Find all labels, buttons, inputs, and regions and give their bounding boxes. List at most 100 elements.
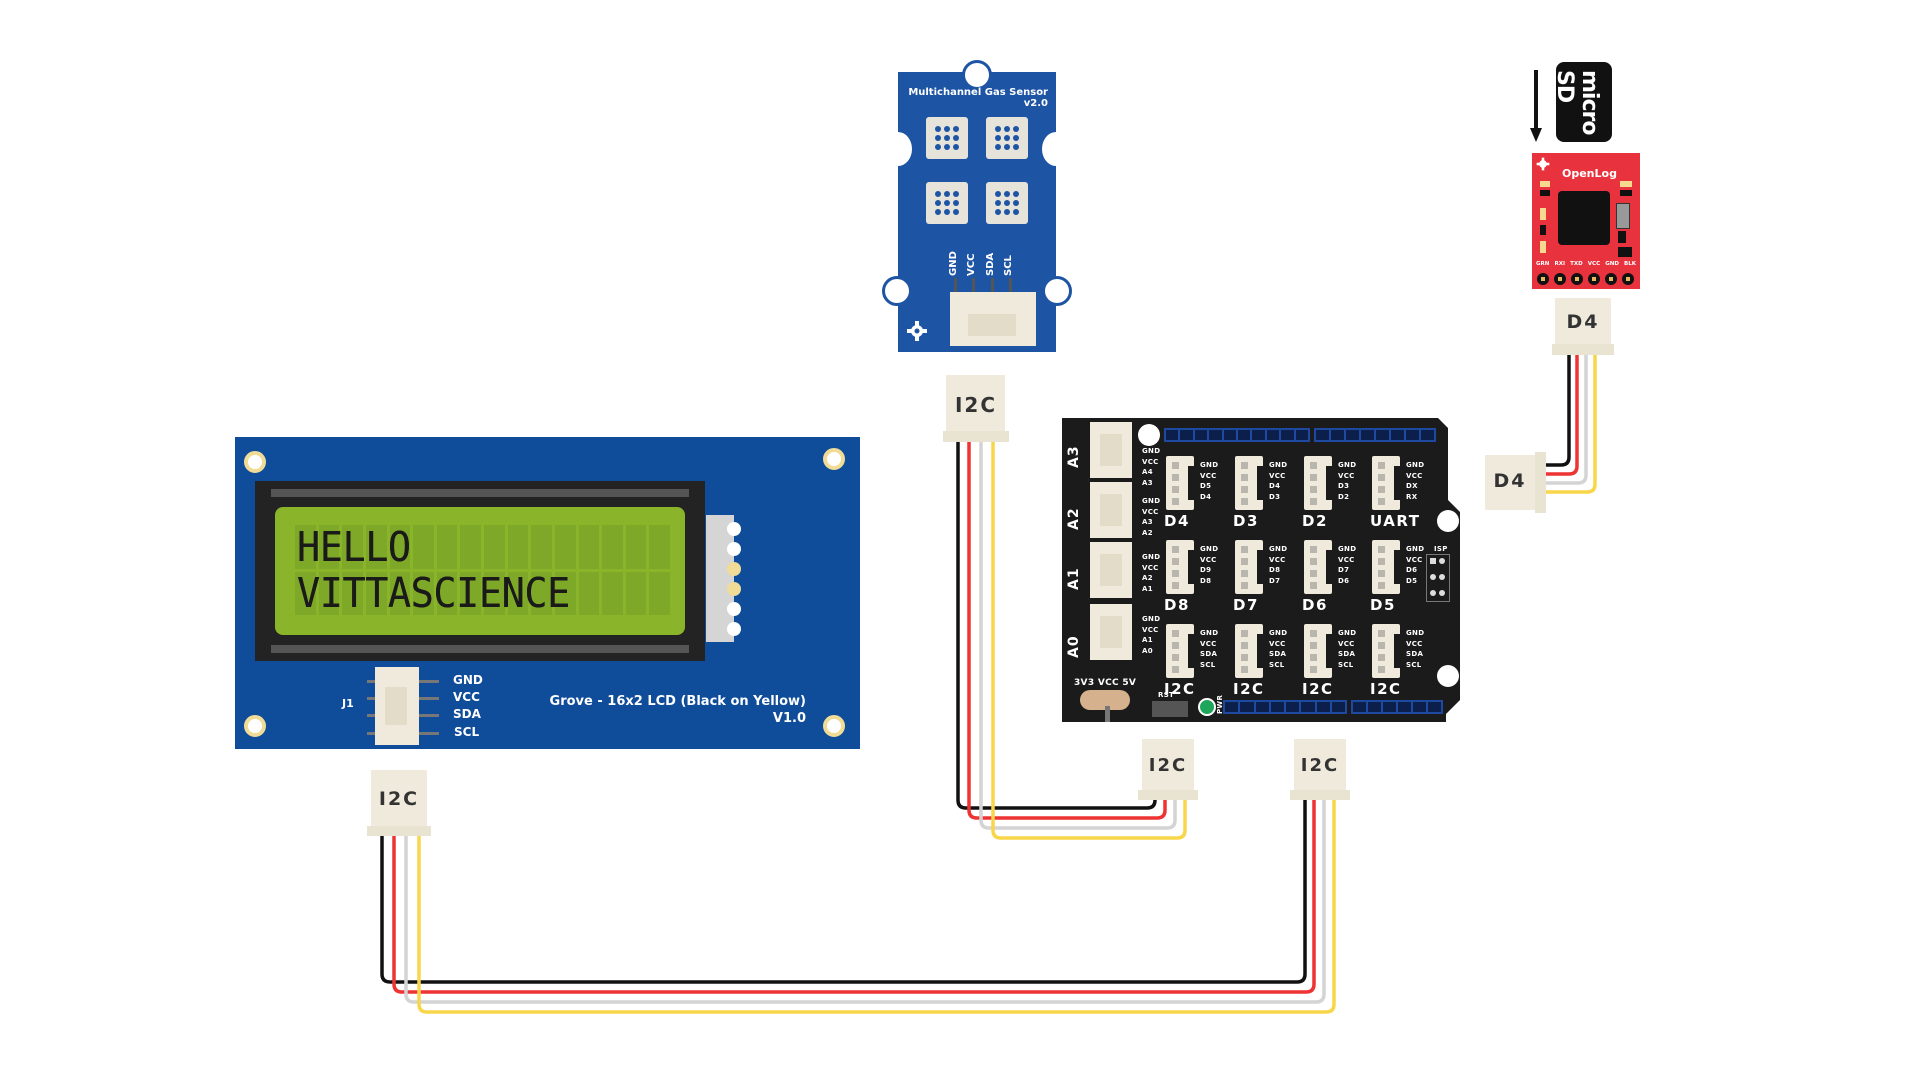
gas-sensor-element: [926, 182, 968, 224]
lcd-screen: HELLO VITTASCIENCE: [275, 507, 685, 635]
gas-sensor-name: Multichannel Gas Sensor: [908, 87, 1048, 98]
lcd-cable-plug[interactable]: I2C: [367, 770, 431, 836]
lcd-pin-sda: SDA: [453, 707, 481, 721]
shield-port-label: I2C: [1302, 680, 1334, 698]
shield-port-label: D8: [1164, 596, 1190, 614]
mount-notch: [1042, 132, 1070, 166]
shield-port-socket[interactable]: [1166, 540, 1194, 594]
port-a3[interactable]: [1090, 422, 1132, 478]
shield-i2c-cable-plug-1[interactable]: I2C: [1138, 739, 1198, 800]
gas-sensor-module: Multichannel Gas Sensor v2.0 GND VCC SDA…: [882, 60, 1072, 352]
port-a1[interactable]: [1090, 542, 1132, 598]
wire-gas-black: [956, 440, 1157, 810]
shield-port-label: I2C: [1233, 680, 1265, 698]
voltage-switch-label: 3V3 VCC 5V: [1074, 678, 1137, 688]
shield-port-socket[interactable]: [1372, 540, 1400, 594]
pin-header-bottom-left: [1223, 700, 1347, 714]
mount-hole-icon: [882, 276, 912, 306]
wire-gas-grey: [979, 440, 1177, 830]
port-a2[interactable]: [1090, 482, 1132, 538]
wire-openlog-grey: [1543, 353, 1588, 485]
gas-sensor-cable-plug[interactable]: I2C: [943, 375, 1009, 442]
lcd-model: Grove - 16x2 LCD (Black on Yellow): [549, 694, 806, 709]
gas-sensor-title: Multichannel Gas Sensor v2.0: [908, 87, 1048, 109]
mount-hole-icon: [1437, 510, 1459, 532]
pin-header-top-left: [1164, 428, 1310, 442]
port-a0[interactable]: [1090, 604, 1132, 660]
lcd-module: HELLO VITTASCIENCE J1 GND VCC SDA SCL Gr…: [235, 437, 860, 749]
isp-header: [1426, 554, 1450, 602]
openlog-title: OpenLog: [1562, 167, 1617, 180]
shield-port-socket[interactable]: [1235, 624, 1263, 678]
shield-port-socket[interactable]: [1304, 624, 1332, 678]
shield-port-socket[interactable]: [1235, 540, 1263, 594]
lcd-board-name: Grove - 16x2 LCD (Black on Yellow) V1.0: [550, 693, 806, 727]
gear-logo-icon: [1536, 157, 1550, 171]
shield-port-label: I2C: [1370, 680, 1402, 698]
mount-hole-icon: [962, 60, 992, 90]
port-a2-label: A2: [1066, 507, 1082, 530]
power-led-icon: [1198, 698, 1216, 716]
microsd-card-icon: micro SD: [1552, 62, 1612, 142]
wire-openlog-red: [1543, 353, 1579, 476]
reset-label: RST: [1158, 691, 1175, 699]
shield-port-socket[interactable]: [1304, 540, 1332, 594]
lcd-pin-gnd: GND: [453, 673, 483, 687]
gas-grove-socket: [950, 292, 1036, 346]
isp-label: ISP: [1434, 545, 1448, 553]
wire-gas-red: [967, 440, 1167, 820]
lcd-cable-label: I2C: [378, 788, 420, 810]
shield-port-label: D7: [1233, 596, 1259, 614]
shield-port-socket[interactable]: [1166, 624, 1194, 678]
voltage-switch[interactable]: [1080, 690, 1130, 710]
side-d4-label: D4: [1493, 470, 1527, 492]
shield-i2c-cable-label-2: I2C: [1300, 755, 1340, 776]
mount-hole-icon: [1437, 665, 1459, 687]
voltage-switch-knob[interactable]: [1105, 706, 1110, 722]
mount-hole-icon: [1042, 276, 1072, 306]
shield-port-socket[interactable]: [1235, 456, 1263, 510]
shield-port-socket[interactable]: [1166, 456, 1194, 510]
side-d4-cable-plug[interactable]: D4: [1485, 452, 1547, 513]
wire-lcd-yellow: [417, 798, 1336, 1014]
wire-gas-yellow: [991, 440, 1187, 840]
reset-button[interactable]: [1152, 701, 1188, 717]
openlog-cable-plug[interactable]: D4: [1552, 298, 1614, 355]
shield-port-socket[interactable]: [1372, 456, 1400, 510]
shield-port-label: D4: [1164, 512, 1190, 530]
shield-port-label: D5: [1370, 596, 1396, 614]
wire-openlog-yellow: [1543, 353, 1597, 494]
shield-i2c-cable-label-1: I2C: [1148, 755, 1188, 776]
wire-lcd-grey: [404, 798, 1326, 1004]
mount-hole-icon: [1138, 424, 1160, 446]
gas-sensor-element: [926, 117, 968, 159]
microsd-label: micro SD: [1552, 70, 1602, 135]
openlog-cable-label: D4: [1566, 311, 1600, 333]
lcd-grove-socket: [375, 667, 419, 745]
shield-port-label: UART: [1370, 512, 1421, 530]
shield-port-label: I2C: [1164, 680, 1196, 698]
shield-port-label: D6: [1302, 596, 1328, 614]
pin-header-top-right: [1314, 428, 1436, 442]
shield-i2c-cable-plug-2[interactable]: I2C: [1290, 739, 1350, 800]
lcd-line-1: HELLO: [297, 523, 411, 571]
gas-pin-sda: SDA: [985, 252, 996, 276]
gas-cable-label: I2C: [954, 393, 998, 417]
shield-port-socket[interactable]: [1372, 624, 1400, 678]
pin-header-bottom-right: [1351, 700, 1443, 714]
gas-sensor-element: [986, 117, 1028, 159]
gas-pin-vcc: VCC: [966, 253, 977, 276]
insert-arrow-icon: [1530, 70, 1542, 142]
shield-port-socket[interactable]: [1304, 456, 1332, 510]
shield-port-label: D2: [1302, 512, 1328, 530]
